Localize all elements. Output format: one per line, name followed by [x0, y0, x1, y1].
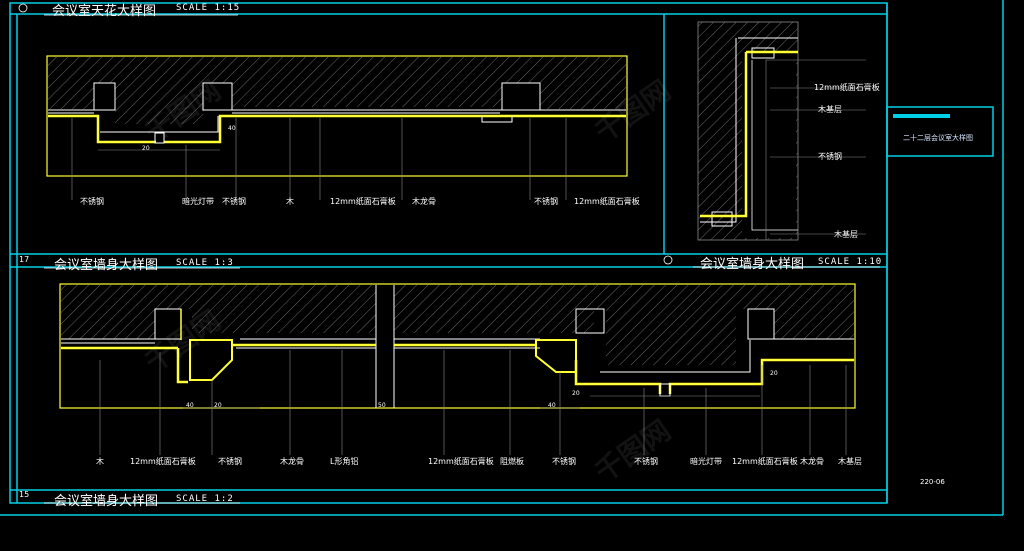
title-underlines — [44, 14, 880, 504]
wall-label: 不锈钢 — [634, 457, 658, 466]
dimension-text: 20 — [770, 370, 778, 377]
wall-label: 暗光灯带 — [690, 457, 722, 466]
wall-label: 不锈钢 — [218, 457, 242, 466]
wall-label: 阻燃板 — [500, 457, 524, 466]
dimension-text: 50 — [378, 402, 386, 409]
wall-label: 12mm纸面石膏板 — [428, 457, 494, 466]
wall-label: 不锈钢 — [552, 457, 576, 466]
right-label: 木基层 — [818, 105, 842, 114]
dimension-text: 40 — [186, 402, 194, 409]
ceiling-label: 暗光灯带 — [182, 197, 214, 206]
wall-detail-scale: SCALE 1:3 — [176, 258, 234, 268]
sheet-code: 220-06 — [920, 478, 945, 486]
wall-label: 木龙骨 — [280, 457, 304, 466]
right-detail-scale: SCALE 1:10 — [818, 257, 883, 267]
mid-section-number: 17 — [19, 255, 30, 264]
bottom-section-number: 15 — [19, 490, 30, 499]
ceiling-label: 不锈钢 — [534, 197, 558, 206]
dimension-text: 40 — [548, 402, 556, 409]
bottom-detail-title: 会议室墙身大样图 — [54, 494, 159, 509]
bottom-detail-scale: SCALE 1:2 — [176, 494, 234, 504]
ceiling-detail-title: 会议室天花大样图 — [52, 4, 157, 19]
right-label: 不锈钢 — [818, 152, 842, 161]
ceiling-label: 木龙骨 — [412, 197, 436, 206]
wall-label: 12mm纸面石膏板 — [130, 457, 196, 466]
wall-label: 木 — [96, 457, 104, 466]
right-detail-title: 会议室墙身大样图 — [700, 257, 805, 272]
right-wall-detail — [697, 21, 866, 241]
wall-detail-title: 会议室墙身大样图 — [54, 258, 159, 273]
ceiling-detail-scale: SCALE 1:15 — [176, 3, 241, 13]
dimension-text: 40 — [228, 125, 236, 132]
wall-label: L形角铝 — [330, 457, 359, 466]
ceiling-detail — [46, 55, 628, 200]
wall-label: 12mm纸面石膏板 — [732, 457, 798, 466]
ceiling-label: 木 — [286, 197, 294, 206]
ceiling-label: 不锈钢 — [80, 197, 104, 206]
ceiling-label: 不锈钢 — [222, 197, 246, 206]
right-label: 12mm纸面石膏板 — [814, 83, 880, 92]
wall-detail — [59, 283, 856, 455]
dimension-text: 20 — [572, 390, 580, 397]
dimension-text: 20 — [214, 402, 222, 409]
ceiling-label: 12mm纸面石膏板 — [330, 197, 396, 206]
ceiling-label: 12mm纸面石膏板 — [574, 197, 640, 206]
dimension-text: 20 — [142, 145, 150, 152]
title-accent-bar — [893, 114, 950, 118]
right-label: 木基层 — [834, 230, 858, 239]
wall-label: 木龙骨 — [800, 457, 824, 466]
section-markers — [18, 3, 673, 265]
side-panel-title: 二十二层会议室大样图 — [903, 134, 973, 142]
wall-label: 木基层 — [838, 457, 862, 466]
